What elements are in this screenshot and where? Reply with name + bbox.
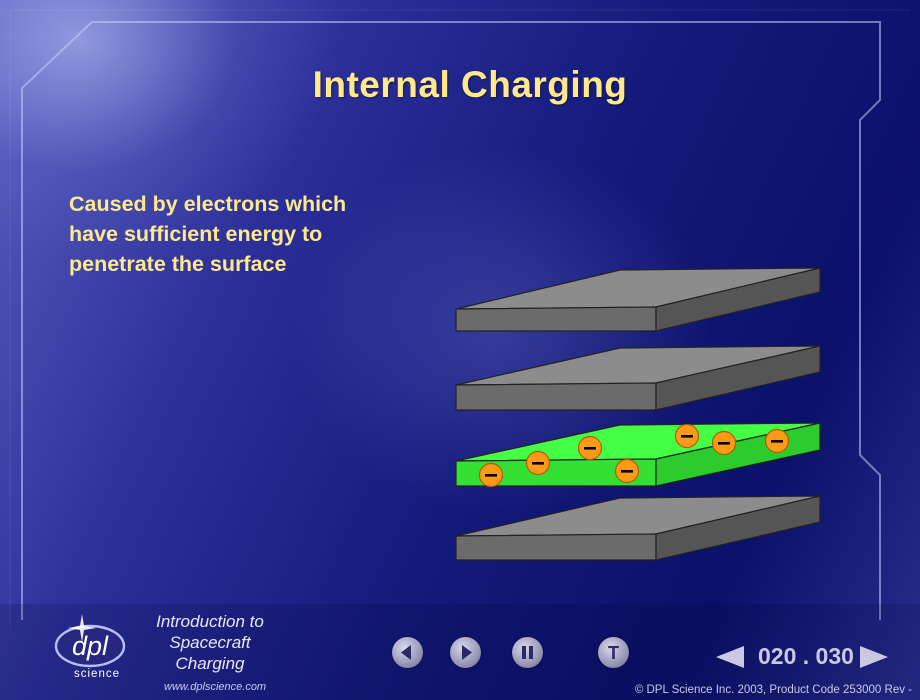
course-title: Introduction to Spacecraft Charging <box>140 611 280 674</box>
logo-subtext: science <box>74 668 120 680</box>
pause-icon <box>522 646 533 659</box>
course-line-3: Charging <box>175 654 245 673</box>
pause-button[interactable] <box>512 637 543 668</box>
electron-4 <box>614 458 640 484</box>
copyright-notice: © DPL Science Inc. 2003, Product Code 25… <box>634 684 912 696</box>
triangle-right-icon <box>462 645 472 660</box>
slab-1 <box>455 267 821 332</box>
electron-7 <box>764 428 790 454</box>
svg-text:dpl: dpl <box>72 631 109 661</box>
course-line-2: Spacecraft <box>169 633 251 652</box>
electron-6 <box>711 430 737 456</box>
triangle-left-icon <box>401 645 411 660</box>
course-line-1: Introduction to <box>156 612 264 631</box>
back-button[interactable] <box>392 637 423 668</box>
dpl-science-logo: dpl <box>54 614 126 668</box>
slide-title: Internal Charging <box>312 64 628 105</box>
website-url: www.dplscience.com <box>164 681 267 693</box>
text-button[interactable]: T <box>598 637 629 668</box>
page-indicator: 020 . 030 <box>714 640 890 674</box>
next-page-arrow-icon[interactable] <box>858 645 890 669</box>
page-number: 020 . 030 <box>758 643 854 669</box>
slab-2 <box>455 345 821 411</box>
slide-body-text: Caused by electrons which have sufficien… <box>69 192 347 276</box>
slab-3-charged <box>455 422 821 487</box>
forward-button[interactable] <box>450 637 481 668</box>
electron-1 <box>478 462 504 488</box>
previous-page-arrow-icon[interactable] <box>714 645 746 669</box>
electron-5 <box>674 423 700 449</box>
text-button-label: T <box>608 643 619 663</box>
electron-2 <box>525 450 551 476</box>
electron-3 <box>577 435 603 461</box>
slab-4 <box>455 495 821 561</box>
text-icon: T <box>608 643 619 663</box>
